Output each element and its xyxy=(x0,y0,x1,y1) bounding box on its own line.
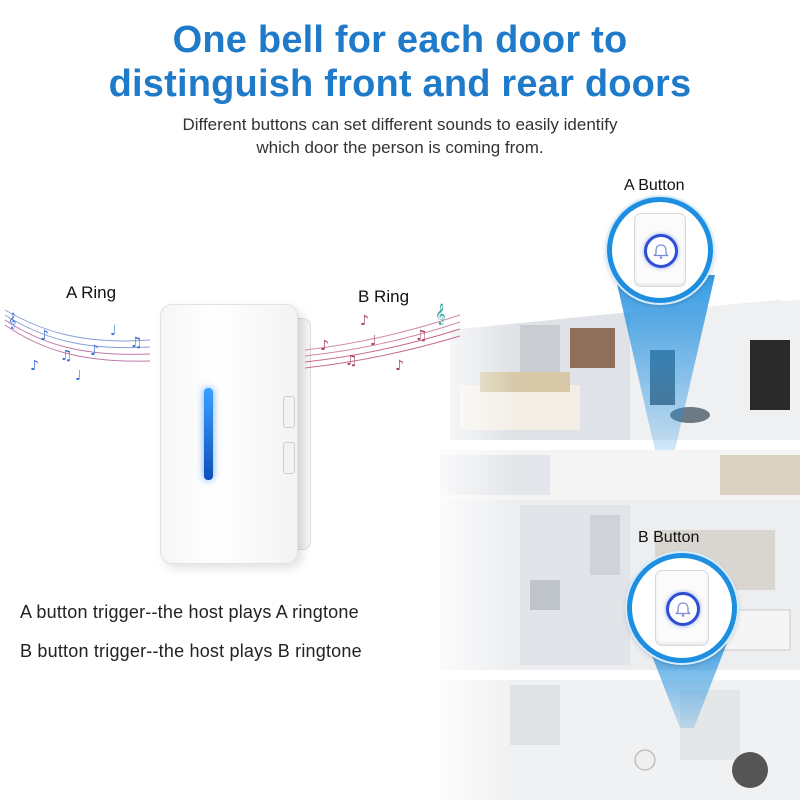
bell-icon xyxy=(653,244,669,259)
subheadline: Different buttons can set different soun… xyxy=(0,113,800,159)
b-button-press[interactable] xyxy=(666,592,700,626)
b-button-callout xyxy=(627,553,737,663)
b-button-remote xyxy=(655,570,709,646)
svg-text:♪: ♪ xyxy=(360,313,369,329)
svg-text:♪: ♪ xyxy=(40,328,49,344)
description-b: B button trigger--the host plays B ringt… xyxy=(20,641,362,661)
ring-a-label: A Ring xyxy=(66,283,117,302)
music-notes-icon: 𝄞 ♪ ♫ ♪ ♩ ♫ ♪ ♩ xyxy=(4,309,151,384)
description-a: A button trigger--the host plays A ringt… xyxy=(20,602,359,622)
b-button-label: B Button xyxy=(638,529,700,546)
svg-text:♫: ♫ xyxy=(415,328,428,344)
receiver-side-button-bottom[interactable] xyxy=(283,442,295,474)
svg-text:𝄞: 𝄞 xyxy=(435,304,446,325)
svg-text:♩: ♩ xyxy=(75,368,82,384)
svg-text:♩: ♩ xyxy=(370,333,377,349)
headline-line-1: One bell for each door to xyxy=(172,19,628,61)
a-button-beam xyxy=(615,275,715,450)
a-button-remote xyxy=(634,213,686,287)
subheadline-line-2: which door the person is coming from. xyxy=(256,138,544,157)
receiver-led-light xyxy=(204,388,213,480)
svg-text:♫: ♫ xyxy=(130,335,143,351)
headline-line-2: distinguish front and rear doors xyxy=(108,63,692,105)
svg-text:𝄞: 𝄞 xyxy=(8,313,16,329)
headline: One bell for each door to distinguish fr… xyxy=(0,18,800,106)
ring-b-label: B Ring xyxy=(358,287,410,306)
svg-text:♫: ♫ xyxy=(345,353,358,369)
a-button-callout xyxy=(607,197,713,303)
svg-text:♫: ♫ xyxy=(60,348,73,364)
music-notes-icon: ♪ ♫ ♩ ♪ ♫ ♪ 𝄞 xyxy=(304,304,461,374)
doorbell-receiver xyxy=(160,304,298,564)
svg-text:♪: ♪ xyxy=(90,343,99,359)
a-button-label: A Button xyxy=(624,177,685,194)
receiver-side-button-top[interactable] xyxy=(283,396,295,428)
svg-text:♪: ♪ xyxy=(30,358,39,374)
svg-text:♪: ♪ xyxy=(395,358,404,374)
svg-text:♪: ♪ xyxy=(320,338,329,354)
subheadline-line-1: Different buttons can set different soun… xyxy=(182,115,618,134)
svg-text:♩: ♩ xyxy=(110,323,117,339)
bell-icon xyxy=(675,602,691,617)
a-button-press[interactable] xyxy=(644,234,678,268)
